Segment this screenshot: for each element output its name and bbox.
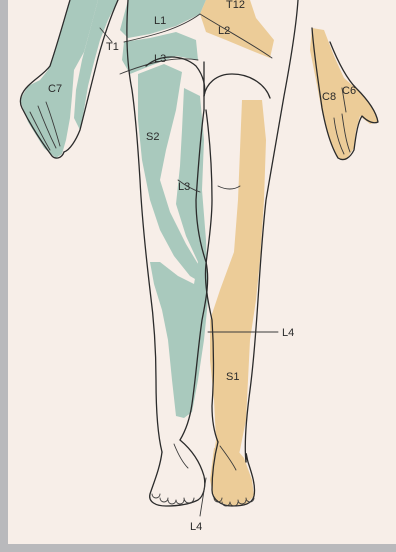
label-l3-hip: L3: [154, 53, 166, 65]
label-t12: T12: [226, 0, 245, 11]
label-s2: S2: [146, 131, 159, 143]
label-l3-leg: L3: [178, 181, 190, 193]
label-c8: C8: [322, 91, 336, 103]
label-l2: L2: [218, 25, 230, 37]
label-l4-foot: L4: [190, 521, 202, 533]
label-c7: C7: [48, 83, 62, 95]
label-c6: C6: [342, 85, 356, 97]
label-l4-leg: L4: [282, 327, 294, 339]
label-t1: T1: [106, 41, 119, 53]
label-l1: L1: [154, 15, 166, 27]
label-s1: S1: [226, 371, 239, 383]
